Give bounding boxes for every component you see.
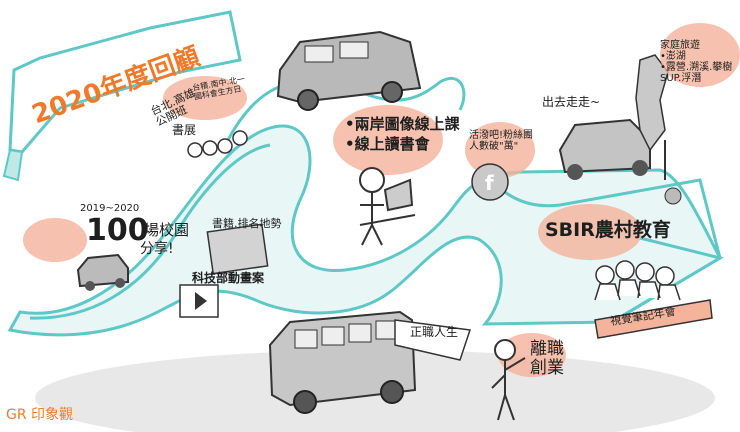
peach-blob — [660, 23, 740, 87]
car-icon — [558, 118, 651, 180]
campus-share-text2: 分享! — [140, 241, 174, 257]
ribbon-tail — [2, 148, 24, 182]
facebook-note: 活潑吧!粉絲團 人數破"萬" — [469, 130, 534, 152]
career-banner-shape — [394, 319, 471, 361]
audience-icon — [187, 130, 248, 158]
facebook-icon — [471, 163, 509, 201]
pointing-person-icon — [491, 339, 526, 421]
person-at-desk-icon — [359, 167, 416, 246]
peach-blob — [465, 122, 535, 178]
river-arrow-icon — [611, 236, 724, 324]
travel-note: 家庭旅遊 •澎湖 •露營.溯溪.攀樹 SUP.浮潛 — [660, 40, 733, 84]
peach-blob — [163, 76, 247, 120]
paper-map-label: 書籍.排名地勢 — [212, 217, 282, 230]
signpost-top — [664, 187, 682, 205]
bus-icon — [268, 310, 417, 414]
resign-label: 離職 創業 — [530, 339, 564, 378]
river-outline — [7, 124, 722, 337]
campus-share-years: 2019~2020 — [80, 203, 140, 214]
crowd-icon — [594, 260, 681, 301]
book-icon — [206, 223, 269, 275]
play-icon — [195, 292, 207, 310]
online-courses-label: •兩岸圖像線上課 •線上讀書會 — [345, 115, 460, 153]
river-line-1 — [29, 143, 271, 320]
svg-text:f: f — [485, 171, 494, 195]
small-car-icon — [76, 253, 129, 291]
van-icon — [276, 30, 422, 111]
book-fair-label: 書展 — [172, 123, 197, 137]
campus-share-text: 場校園 — [144, 221, 190, 239]
campus-share-count: 100 — [86, 213, 149, 248]
peach-blob — [333, 105, 443, 175]
drive-out-label: 出去走走~ — [542, 95, 601, 109]
peach-blob — [498, 333, 566, 377]
island-icon — [635, 54, 669, 152]
tech-book-label: 科技部動畫案 — [192, 271, 265, 285]
official-career-label: 正職人生 — [410, 325, 459, 339]
vision-banner-shape — [594, 299, 713, 339]
peach-blob — [23, 218, 87, 262]
peach-blob — [538, 204, 642, 260]
sbir-label: SBIR農村教育 — [545, 219, 671, 241]
artist-signature: GR 印象觀 — [6, 407, 74, 423]
